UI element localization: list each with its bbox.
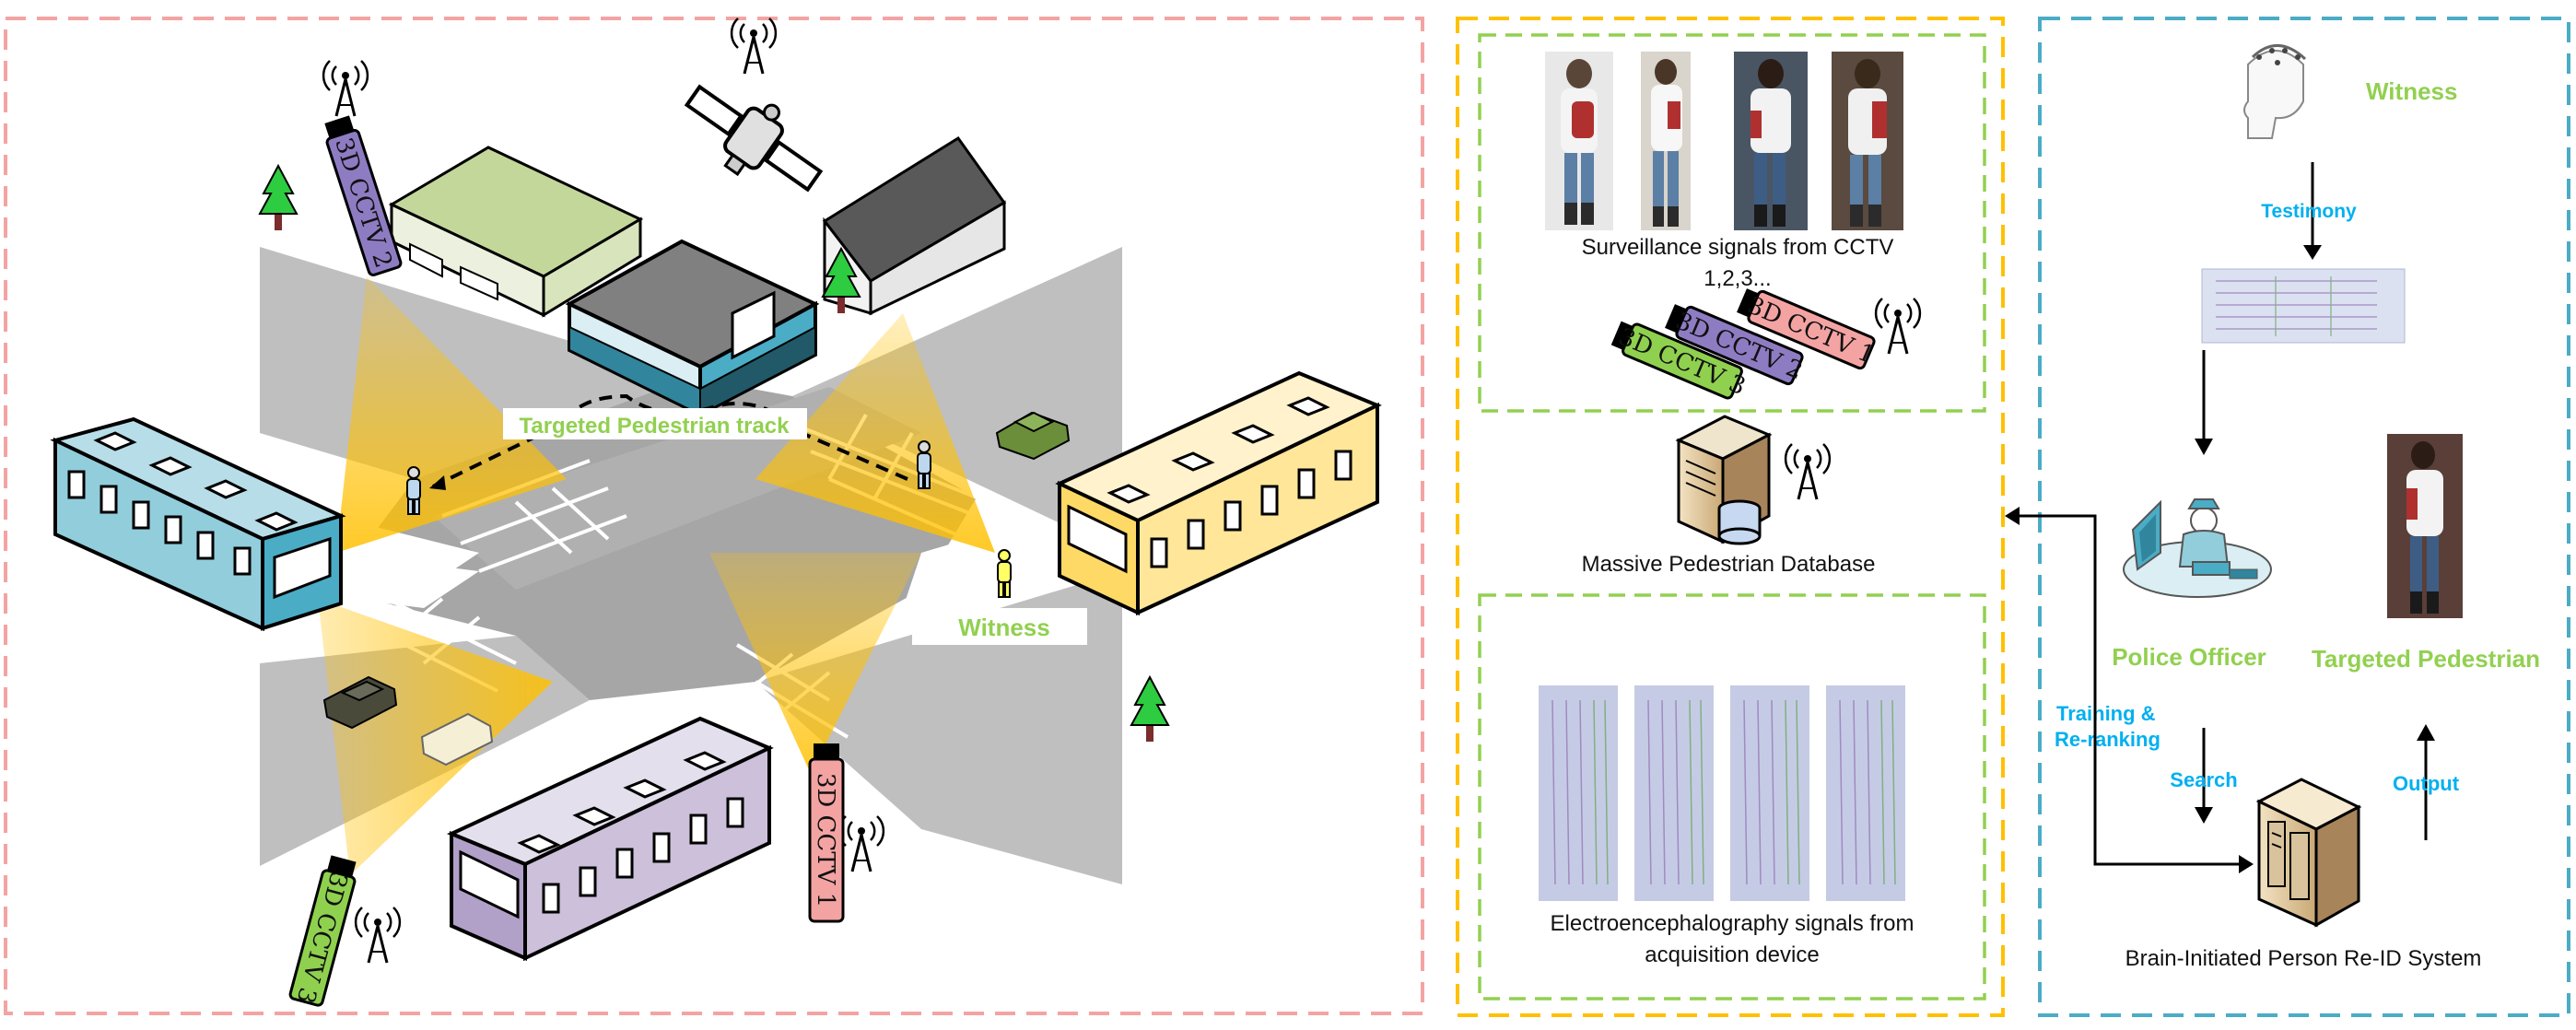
search-arrowhead bbox=[2195, 807, 2213, 824]
teal-shop-building bbox=[565, 239, 820, 418]
pedestrian-photo bbox=[1545, 52, 1613, 230]
surveillance-caption-line2: 1,2,3... bbox=[1704, 266, 1771, 291]
database-server-icon bbox=[1675, 415, 1773, 545]
police-officer-label: Police Officer bbox=[2112, 643, 2266, 671]
police-officer-icon bbox=[2123, 498, 2272, 598]
data-panel-border bbox=[1456, 17, 2005, 1017]
eeg-thumbnail bbox=[1826, 685, 1905, 901]
pedestrian-icon bbox=[406, 466, 421, 515]
yellow-bus-building bbox=[1055, 370, 1382, 616]
cctv4-view-cone bbox=[755, 313, 995, 553]
eeg-thumbnail bbox=[1634, 685, 1714, 901]
training-feedback-arrow bbox=[2016, 514, 2250, 866]
pedestrian-photo bbox=[1832, 52, 1903, 230]
witness-label: Witness bbox=[2366, 77, 2457, 105]
output-arrowhead bbox=[2417, 724, 2435, 741]
output-label: Output bbox=[2393, 772, 2460, 795]
car-icon bbox=[995, 411, 1071, 461]
cctv2-antenna-icon bbox=[322, 59, 369, 118]
satellite-antenna-icon bbox=[730, 17, 778, 76]
pedestrian-icon bbox=[917, 440, 931, 489]
testimony-arrowhead bbox=[2303, 245, 2322, 260]
track-arrowhead bbox=[429, 475, 446, 490]
eeg-recording-thumbnail bbox=[2201, 268, 2406, 344]
eeg-caption-line1: Electroencephalography signals from bbox=[1551, 911, 1914, 936]
purple-bus-building bbox=[447, 716, 774, 962]
cctv1-view-cone bbox=[709, 553, 921, 774]
panel-camera-antenna-icon bbox=[1874, 297, 1922, 356]
scene-witness-label: Witness bbox=[958, 614, 1049, 641]
car-icon bbox=[322, 675, 398, 730]
car-icon bbox=[420, 712, 494, 767]
pedestrian-photo bbox=[1734, 52, 1808, 230]
cctv3-camera-label: 3D CCTV 3 bbox=[291, 869, 353, 1006]
witness-person-icon bbox=[997, 549, 1012, 598]
eeg-signal-thumbnails bbox=[1539, 685, 1905, 901]
surveillance-box-border bbox=[1478, 33, 1986, 413]
testimony-label: Testimony bbox=[2261, 201, 2357, 222]
targeted-pedestrian-label: Targeted Pedestrian bbox=[2312, 645, 2540, 673]
track-label-bg bbox=[503, 408, 807, 439]
tree-icon bbox=[259, 165, 298, 231]
training-label-line2: Re-ranking bbox=[2055, 728, 2160, 751]
satellite-icon bbox=[684, 84, 824, 193]
training-label-line1: Training & bbox=[2056, 702, 2156, 725]
cctv1-camera: 3D CCTV 1 bbox=[808, 743, 845, 923]
eeg-to-officer-arrowhead bbox=[2195, 439, 2213, 455]
surveillance-caption-line1: Surveillance signals from CCTV bbox=[1582, 235, 1894, 260]
training-to-system-arrowhead bbox=[2239, 855, 2254, 873]
cctv1-camera-label: 3D CCTV 1 bbox=[812, 773, 839, 907]
eeg-thumbnail bbox=[1539, 685, 1618, 901]
eeg-box-border bbox=[1478, 593, 1986, 1001]
eeg-thumbnail bbox=[1730, 685, 1809, 901]
witness-head-icon bbox=[2243, 44, 2307, 139]
cctv2-view-cone bbox=[336, 276, 567, 553]
re-id-system-server-icon bbox=[2255, 778, 2362, 928]
database-antenna-icon bbox=[1784, 442, 1832, 501]
tree-icon bbox=[1130, 676, 1169, 743]
green-roof-building bbox=[388, 146, 644, 318]
targeted-pedestrian-photo bbox=[2387, 434, 2463, 618]
cctv3-antenna-icon bbox=[354, 906, 402, 965]
search-label: Search bbox=[2170, 768, 2237, 791]
scene-panel-border bbox=[4, 17, 1424, 1015]
track-label: Targeted Pedestrian track bbox=[519, 414, 790, 439]
eeg-caption-line2: acquisition device bbox=[1645, 942, 1819, 967]
pedestrian-photo bbox=[1641, 52, 1691, 230]
scene-witness-label-bg bbox=[912, 608, 1087, 645]
blue-bus-building bbox=[50, 416, 346, 632]
database-caption: Massive Pedestrian Database bbox=[1582, 552, 1876, 577]
re-id-system-label: Brain-Initiated Person Re-ID System bbox=[2125, 946, 2482, 971]
surveillance-photos bbox=[1545, 52, 1903, 230]
training-feedback-arrowhead bbox=[2005, 507, 2020, 525]
